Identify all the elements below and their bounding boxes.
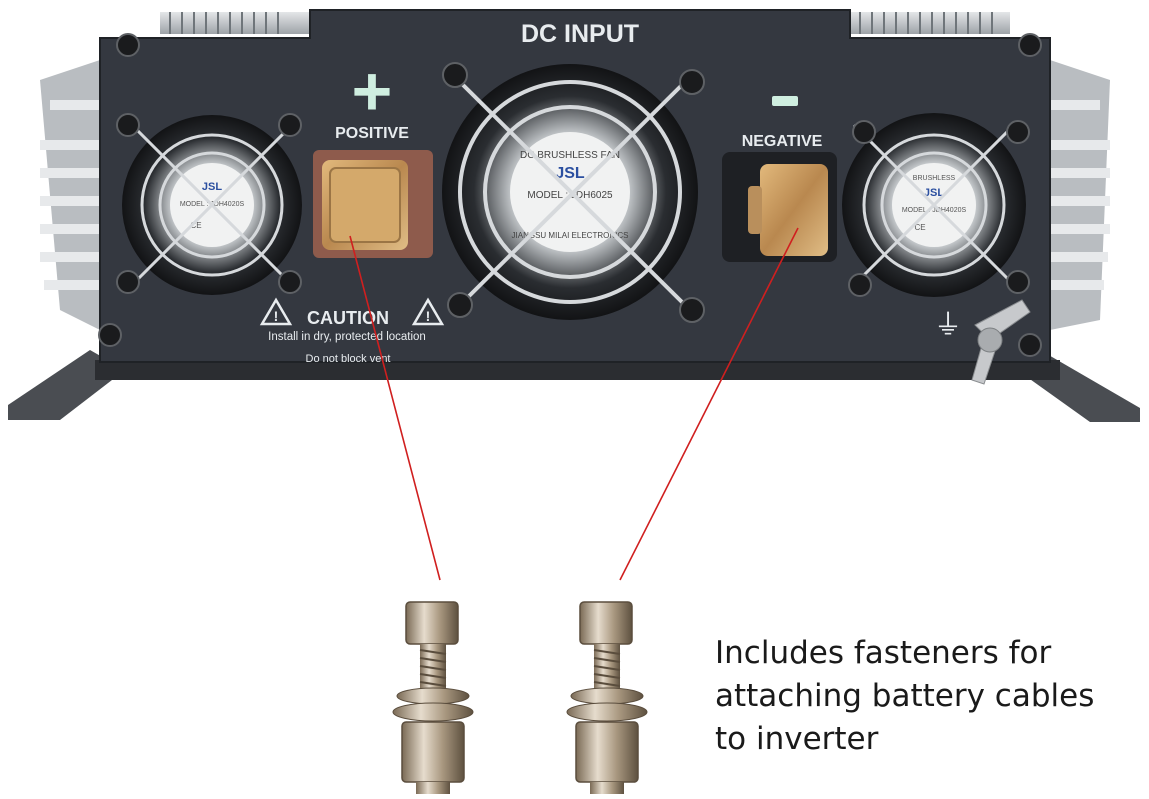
warning-triangle-icon [411,297,445,326]
positive-terminal [313,150,433,258]
negative-symbol [772,96,798,106]
negative-label: NEGATIVE [742,133,823,150]
dc-input-title: DC INPUT [521,20,639,48]
negative-terminal [722,152,837,262]
warning-triangle-icon [259,297,293,326]
fastener-bolt-left [392,601,474,794]
small-fan-left-ce: CE [190,221,201,230]
positive-symbol: + [352,52,393,130]
warning-triangle-icon-mark: ! [426,308,431,324]
large-fan-center: DC BRUSHLESS FAN JSL MODEL : JDH6025 JIA… [442,64,698,320]
small-fan-right-ce: CE [914,223,925,232]
ground-symbol-icon: ⏚ [934,308,962,341]
pointer-line-positive [349,235,441,581]
small-fan-right: BRUSHLESS JSL MODEL : JDH4020S CE [842,113,1026,297]
heatsink-fins-top [160,12,1010,34]
small-fan-right-model: MODEL : JDH4020S [902,207,967,214]
positive-label: POSITIVE [335,125,409,142]
small-fan-right-brand: BRUSHLESS [913,175,956,182]
pointer-line-negative [619,227,799,581]
caution-line-2: Do not block vent [306,353,391,365]
fastener-caption: Includes fasteners for attaching battery… [715,635,1095,757]
base-plate [95,360,1060,380]
large-fan-logo: JSL [555,165,585,182]
warning-triangle-icon-mark: ! [274,308,279,324]
large-fan-brand: DC BRUSHLESS FAN [520,150,620,161]
small-fan-left: JSL MODEL : JDH4020S CE [122,115,302,295]
large-fan-maker: JIANGSU MILAI ELECTRONICS [512,231,629,240]
caution-line-1: Install in dry, protected location [268,331,426,343]
small-fan-right-logo: JSL [924,187,944,199]
ground-wing-nut [971,299,1031,385]
heatsink-fins-left [40,60,100,330]
caution-block: ! ! CAUTION Install in dry, protected lo… [259,297,445,365]
caution-heading: CAUTION [307,308,389,328]
panel-screws [98,33,1042,357]
heatsink-fins-right [1050,60,1110,330]
fastener-bolt-right [566,601,648,794]
small-fan-left-logo: JSL [202,181,222,193]
